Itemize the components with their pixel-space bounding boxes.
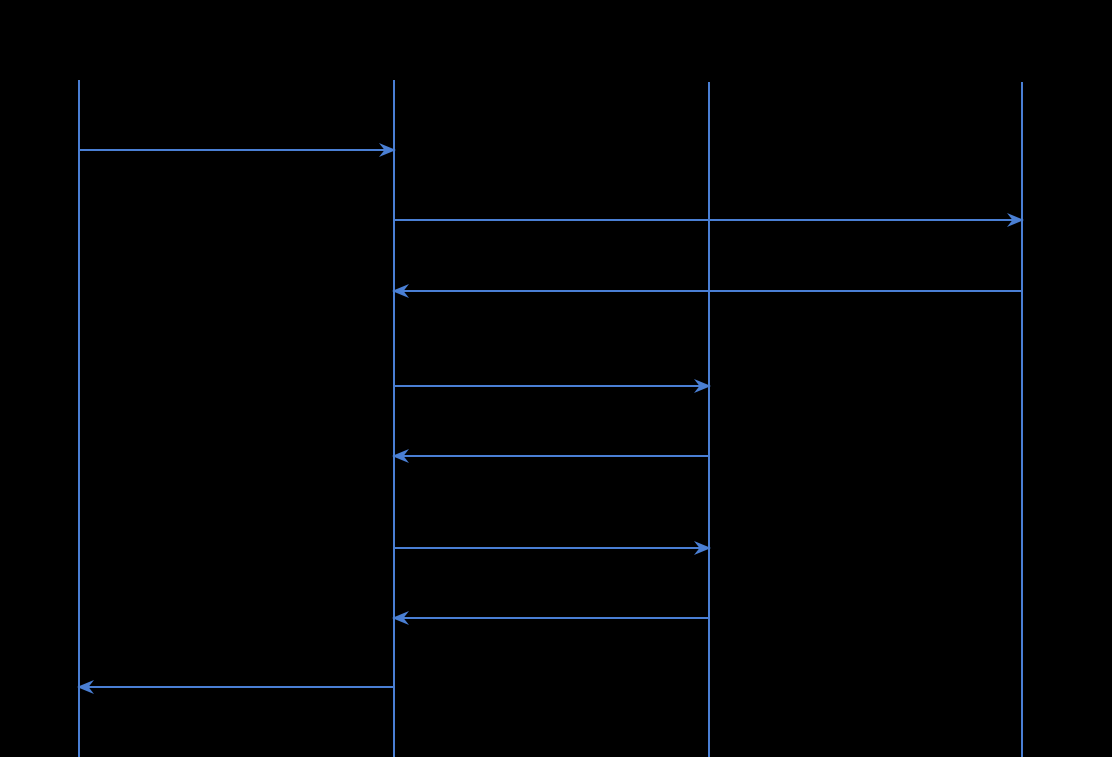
arrowhead-left-icon <box>77 678 95 696</box>
arrowhead-right-icon <box>693 377 711 395</box>
lifeline-p3 <box>708 82 710 757</box>
arrowhead-right-icon <box>378 141 396 159</box>
arrowhead-left-icon <box>392 447 410 465</box>
message-shaft <box>79 149 394 151</box>
message-shaft <box>394 290 1022 292</box>
arrowhead-left-icon <box>392 609 410 627</box>
message-shaft <box>394 219 1022 221</box>
message-shaft <box>394 617 709 619</box>
lifeline-p2 <box>393 80 395 757</box>
lifeline-p4 <box>1021 82 1023 757</box>
message-arrow-m2 <box>394 211 1024 229</box>
message-arrow-m3 <box>392 282 1022 300</box>
arrowhead-left-icon <box>392 282 410 300</box>
lifeline-p1 <box>78 80 80 757</box>
arrowhead-right-icon <box>693 539 711 557</box>
message-shaft <box>394 455 709 457</box>
message-shaft <box>79 686 394 688</box>
message-arrow-m4 <box>394 377 711 395</box>
message-arrow-m7 <box>392 609 709 627</box>
message-arrow-m8 <box>77 678 394 696</box>
message-arrow-m1 <box>79 141 396 159</box>
message-shaft <box>394 385 709 387</box>
message-arrow-m5 <box>392 447 709 465</box>
message-shaft <box>394 547 709 549</box>
message-arrow-m6 <box>394 539 711 557</box>
arrowhead-right-icon <box>1006 211 1024 229</box>
